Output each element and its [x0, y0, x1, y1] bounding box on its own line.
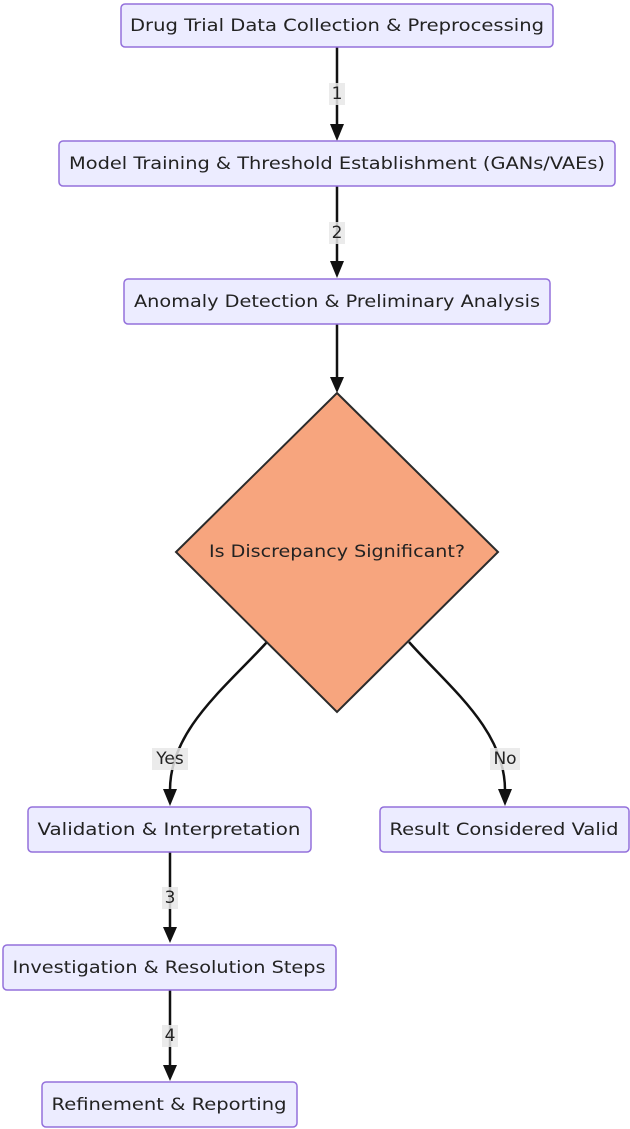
node-decision-label: Is Discrepancy Significant? — [209, 542, 465, 562]
node-validate-label: Validation & Interpretation — [38, 820, 301, 840]
node-refine: Refinement & Reporting — [41, 1081, 298, 1128]
node-refine-label: Refinement & Reporting — [52, 1095, 287, 1115]
arrowhead-icon — [498, 789, 512, 806]
node-investigate-label: Investigation & Resolution Steps — [13, 958, 326, 978]
node-investigate: Investigation & Resolution Steps — [2, 944, 337, 991]
node-valid: Result Considered Valid — [379, 806, 630, 853]
decision-diamond — [174, 391, 500, 714]
node-detect: Anomaly Detection & Preliminary Analysis — [123, 278, 551, 325]
edge-label-3: 3 — [165, 888, 176, 908]
arrowhead-icon — [163, 927, 177, 943]
node-collect-label: Drug Trial Data Collection & Preprocessi… — [130, 16, 544, 36]
arrowhead-icon — [330, 261, 344, 278]
arrowhead-icon — [330, 124, 344, 141]
edge-label-2: 2 — [332, 223, 343, 243]
edge-label-1: 1 — [332, 84, 343, 104]
arrowhead-icon — [163, 1065, 177, 1081]
node-validate: Validation & Interpretation — [27, 806, 312, 853]
node-train-label: Model Training & Threshold Establishment… — [69, 154, 605, 174]
edge-label-yes: Yes — [155, 749, 184, 769]
edge-label-no: No — [493, 749, 516, 769]
edge-label-4: 4 — [165, 1026, 176, 1046]
arrowhead-icon — [330, 377, 344, 393]
node-decision: Is Discrepancy Significant? — [174, 391, 500, 714]
node-detect-label: Anomaly Detection & Preliminary Analysis — [134, 292, 540, 312]
arrowhead-icon — [163, 789, 177, 806]
node-valid-label: Result Considered Valid — [390, 820, 619, 840]
node-collect: Drug Trial Data Collection & Preprocessi… — [120, 3, 554, 48]
edge-labels: 1 2 Yes No 3 4 — [152, 83, 520, 1047]
node-train: Model Training & Threshold Establishment… — [58, 140, 616, 187]
